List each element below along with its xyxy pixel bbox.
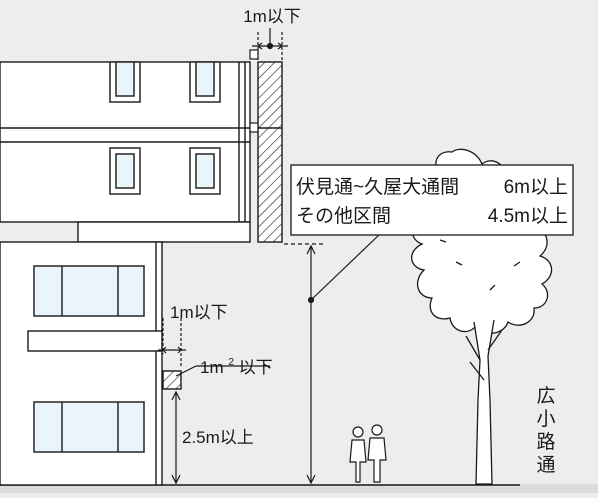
street-name-char-2: 小 xyxy=(536,408,555,430)
top-projection-label: 1m以下 xyxy=(243,7,301,26)
area-leader xyxy=(175,365,270,377)
street-name-char-1: 広 xyxy=(536,385,555,407)
table-row-1-section: 伏見通~久屋大通間 xyxy=(296,176,459,198)
side-dimension xyxy=(158,318,186,368)
sign-area-suffix: 以下 xyxy=(239,358,273,377)
height-table-box xyxy=(290,164,574,236)
table-row-1-value: 6m以上 xyxy=(504,176,568,198)
small-sign-height-label: 2.5m以上 xyxy=(182,428,254,447)
side-projection-label: 1m以下 xyxy=(170,303,228,322)
sign-area-label: 1m 2 以下 xyxy=(200,350,273,377)
table-row-2-section: その他区間 xyxy=(296,205,391,227)
ground xyxy=(0,484,598,493)
sign-area-prefix: 1m xyxy=(200,358,224,377)
table-row-2-value: 4.5m以上 xyxy=(488,205,568,227)
sign-area-sup: 2 xyxy=(228,357,234,368)
main-sign-height-dimension xyxy=(284,233,381,485)
projecting-sign xyxy=(249,49,283,243)
small-sign xyxy=(162,370,182,390)
upper-windows xyxy=(109,61,221,195)
small-sign-height-dimension xyxy=(171,390,181,485)
street-name: 広 小 路 通 xyxy=(536,385,555,476)
street-name-char-4: 通 xyxy=(536,454,555,476)
street-name-char-3: 路 xyxy=(536,431,555,453)
top-dimension xyxy=(252,28,288,60)
pedestrians xyxy=(349,424,387,483)
lower-windows xyxy=(33,265,145,453)
